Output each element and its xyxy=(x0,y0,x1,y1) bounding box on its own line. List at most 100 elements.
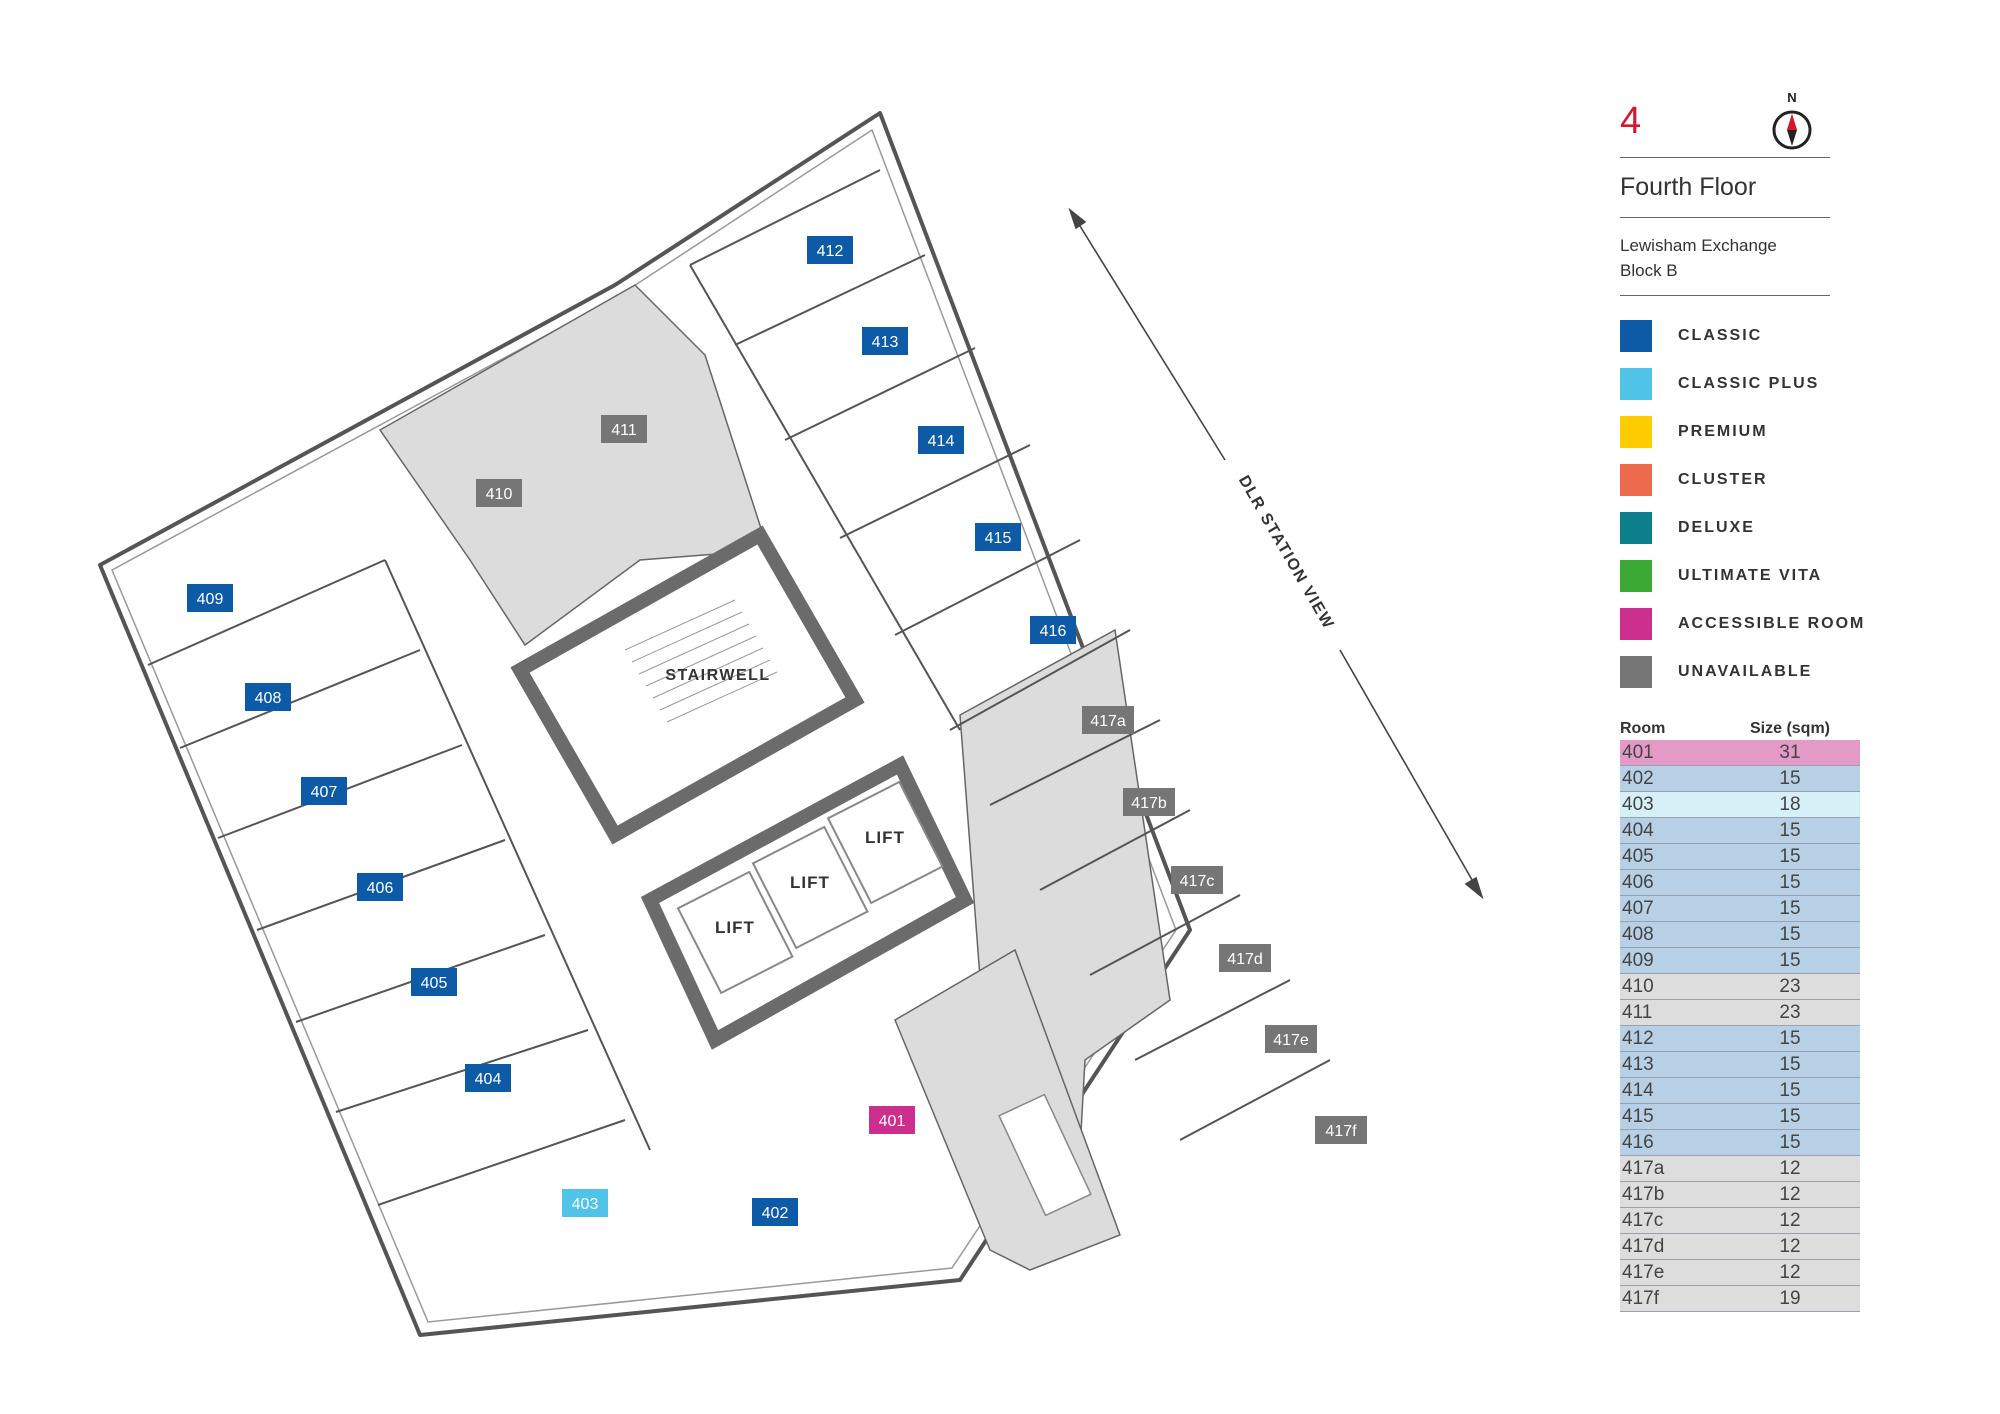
legend-item: CLASSIC PLUS xyxy=(1620,368,1880,400)
room-tag-405[interactable]: 405 xyxy=(411,968,457,996)
room-cell: 417d xyxy=(1620,1233,1720,1260)
cluster-room-walls xyxy=(989,719,1331,1141)
room-cell: 417b xyxy=(1620,1181,1720,1208)
size-cell: 15 xyxy=(1720,1025,1860,1052)
room-tag-label: 417e xyxy=(1273,1032,1309,1049)
room-tag-417a[interactable]: 417a xyxy=(1082,706,1134,734)
room-tag-box xyxy=(601,415,647,443)
legend-label: UNAVAILABLE xyxy=(1678,663,1813,680)
room-cell: 416 xyxy=(1620,1129,1720,1156)
size-cell: 15 xyxy=(1720,1051,1860,1078)
room-tag-417c[interactable]: 417c xyxy=(1171,866,1223,894)
size-cell: 15 xyxy=(1720,895,1860,922)
room-cell: 410 xyxy=(1620,973,1720,1000)
room-cell: 413 xyxy=(1620,1051,1720,1078)
room-tag-box xyxy=(869,1106,915,1134)
room-tag-box xyxy=(1315,1116,1367,1144)
room-tag-404[interactable]: 404 xyxy=(465,1064,511,1092)
size-cell: 12 xyxy=(1720,1259,1860,1286)
size-cell: 23 xyxy=(1720,999,1860,1026)
room-tag-box xyxy=(918,426,964,454)
size-cell: 15 xyxy=(1720,843,1860,870)
room-tag-label: 406 xyxy=(367,880,394,897)
legend-label: CLASSIC PLUS xyxy=(1678,375,1820,392)
legend-label: PREMIUM xyxy=(1678,423,1768,440)
room-tag-402[interactable]: 402 xyxy=(752,1198,798,1226)
room-tag-409[interactable]: 409 xyxy=(187,584,233,612)
room-tag-label: 404 xyxy=(475,1071,502,1088)
room-cell: 415 xyxy=(1620,1103,1720,1130)
legend-swatch xyxy=(1620,608,1652,640)
compass-north-icon: N xyxy=(1770,90,1814,156)
building-name: Lewisham Exchange Block B xyxy=(1620,233,1777,283)
room-tag-box xyxy=(245,683,291,711)
room-tag-box xyxy=(1123,788,1175,816)
legend-swatch xyxy=(1620,416,1652,448)
room-tag-416[interactable]: 416 xyxy=(1030,616,1076,644)
room-tag-box xyxy=(1171,866,1223,894)
building-line-1: Lewisham Exchange xyxy=(1620,236,1777,255)
room-tag-415[interactable]: 415 xyxy=(975,523,1021,551)
room-tag-413[interactable]: 413 xyxy=(862,327,908,355)
legend-swatch xyxy=(1620,320,1652,352)
room-cell: 417e xyxy=(1620,1259,1720,1286)
size-cell: 18 xyxy=(1720,791,1860,818)
room-tag-408[interactable]: 408 xyxy=(245,683,291,711)
room-tag-label: 412 xyxy=(817,243,844,260)
size-cell: 12 xyxy=(1720,1207,1860,1234)
room-tag-box xyxy=(411,968,457,996)
east-room-walls xyxy=(689,169,1131,731)
legend-item: UNAVAILABLE xyxy=(1620,656,1880,688)
size-cell: 15 xyxy=(1720,921,1860,948)
room-tag-414[interactable]: 414 xyxy=(918,426,964,454)
room-tag-412[interactable]: 412 xyxy=(807,236,853,264)
room-cell: 404 xyxy=(1620,817,1720,844)
plan-geometry xyxy=(98,111,1484,1337)
size-cell: 12 xyxy=(1720,1233,1860,1260)
room-tag-label: 414 xyxy=(928,433,955,450)
room-tag-407[interactable]: 407 xyxy=(301,777,347,805)
room-tag-label: 417d xyxy=(1227,951,1263,968)
room-cell: 401 xyxy=(1620,740,1720,766)
room-tag-406[interactable]: 406 xyxy=(357,873,403,901)
legend-item: DELUXE xyxy=(1620,512,1880,544)
room-tag-411[interactable]: 411 xyxy=(601,415,647,443)
room-tag-label: 416 xyxy=(1040,623,1067,640)
lift-shaft-1 xyxy=(676,870,794,995)
room-tag-label: 417c xyxy=(1180,873,1215,890)
room-tag-417e[interactable]: 417e xyxy=(1265,1025,1317,1053)
room-tag-403[interactable]: 403 xyxy=(562,1189,608,1217)
room-cell: 417a xyxy=(1620,1155,1720,1182)
lift-label-3: LIFT xyxy=(865,828,905,847)
room-tag-label: 402 xyxy=(762,1205,789,1222)
size-cell: 12 xyxy=(1720,1155,1860,1182)
room-tag-label: 415 xyxy=(985,530,1012,547)
room-tag-410[interactable]: 410 xyxy=(476,479,522,507)
stair-treads xyxy=(624,599,778,723)
legend-swatch xyxy=(1620,656,1652,688)
room-tag-417d[interactable]: 417d xyxy=(1219,944,1271,972)
legend-item: ACCESSIBLE ROOM xyxy=(1620,608,1880,640)
legend-label: CLASSIC xyxy=(1678,327,1763,344)
room-tag-417b[interactable]: 417b xyxy=(1123,788,1175,816)
room-tag-label: 409 xyxy=(197,591,224,608)
kitchen-table xyxy=(998,1093,1092,1217)
room-tag-417f[interactable]: 417f xyxy=(1315,1116,1367,1144)
size-cell: 15 xyxy=(1720,1103,1860,1130)
room-tag-box xyxy=(1030,616,1076,644)
room-tag-401[interactable]: 401 xyxy=(869,1106,915,1134)
floor-plan: STAIRWELL LIFT LIFT LIFT DLR STATION VIE… xyxy=(98,111,1484,1337)
room-tag-label: 410 xyxy=(486,486,513,503)
room-tag-label: 417a xyxy=(1090,713,1126,730)
legend-label: CLUSTER xyxy=(1678,471,1768,488)
room-cell: 406 xyxy=(1620,869,1720,896)
stairwell-label: STAIRWELL xyxy=(665,667,770,684)
